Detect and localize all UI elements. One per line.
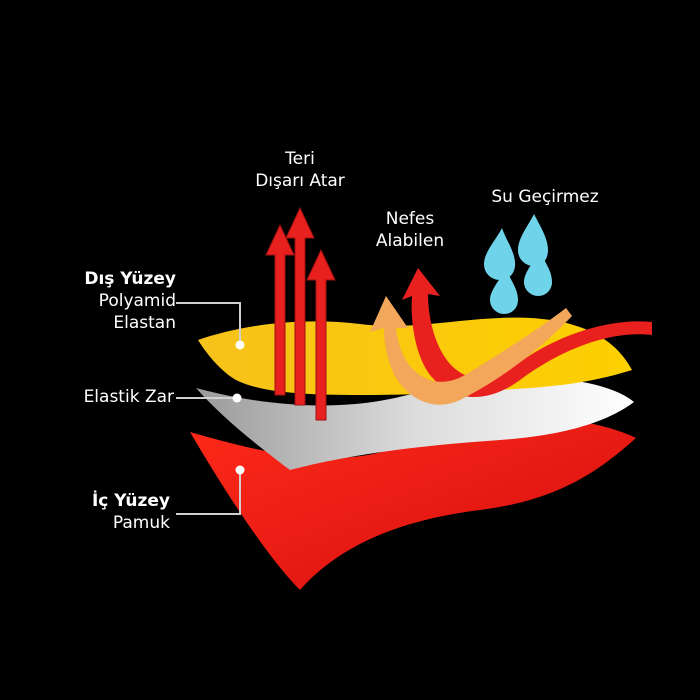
water-drop-icon	[518, 214, 548, 266]
up-arrow-icon	[265, 223, 295, 396]
inner-title: İç Yüzey	[91, 491, 170, 511]
sweat-line1: Teri	[285, 149, 315, 169]
leader-lines	[176, 302, 241, 515]
up-arrow-icon	[306, 248, 336, 421]
outer-line2: Elastan	[113, 313, 176, 333]
water-drop-icon	[484, 228, 516, 280]
curved-arrow-icon	[402, 268, 652, 398]
sweat-line2: Dışarı Atar	[255, 171, 345, 191]
outer-surface-label: Dış Yüzey Polyamid Elastan	[66, 268, 176, 334]
outer-title: Dış Yüzey	[84, 269, 176, 289]
outer-line1: Polyamid	[98, 291, 176, 311]
membrane-label: Elastik Zar	[83, 387, 174, 407]
inner-surface-label: İç Yüzey Pamuk	[66, 490, 170, 534]
breath-line2: Alabilen	[375, 231, 445, 251]
water-label: Su Geçirmez	[491, 187, 599, 207]
water-drops	[484, 214, 552, 314]
sweat-label: Teri Dışarı Atar	[235, 148, 365, 192]
up-arrow-icon	[285, 206, 315, 406]
water-drop-icon	[490, 268, 518, 314]
leader-dots	[232, 340, 245, 475]
sweat-arrows	[265, 206, 336, 421]
inner-line1: Pamuk	[112, 513, 170, 533]
breath-label: Nefes Alabilen	[355, 208, 465, 252]
membrane-layer-shape	[196, 377, 634, 470]
water-drop-icon	[524, 250, 552, 296]
breath-line1: Nefes	[385, 209, 435, 229]
breath-arrow-icon	[370, 296, 572, 405]
